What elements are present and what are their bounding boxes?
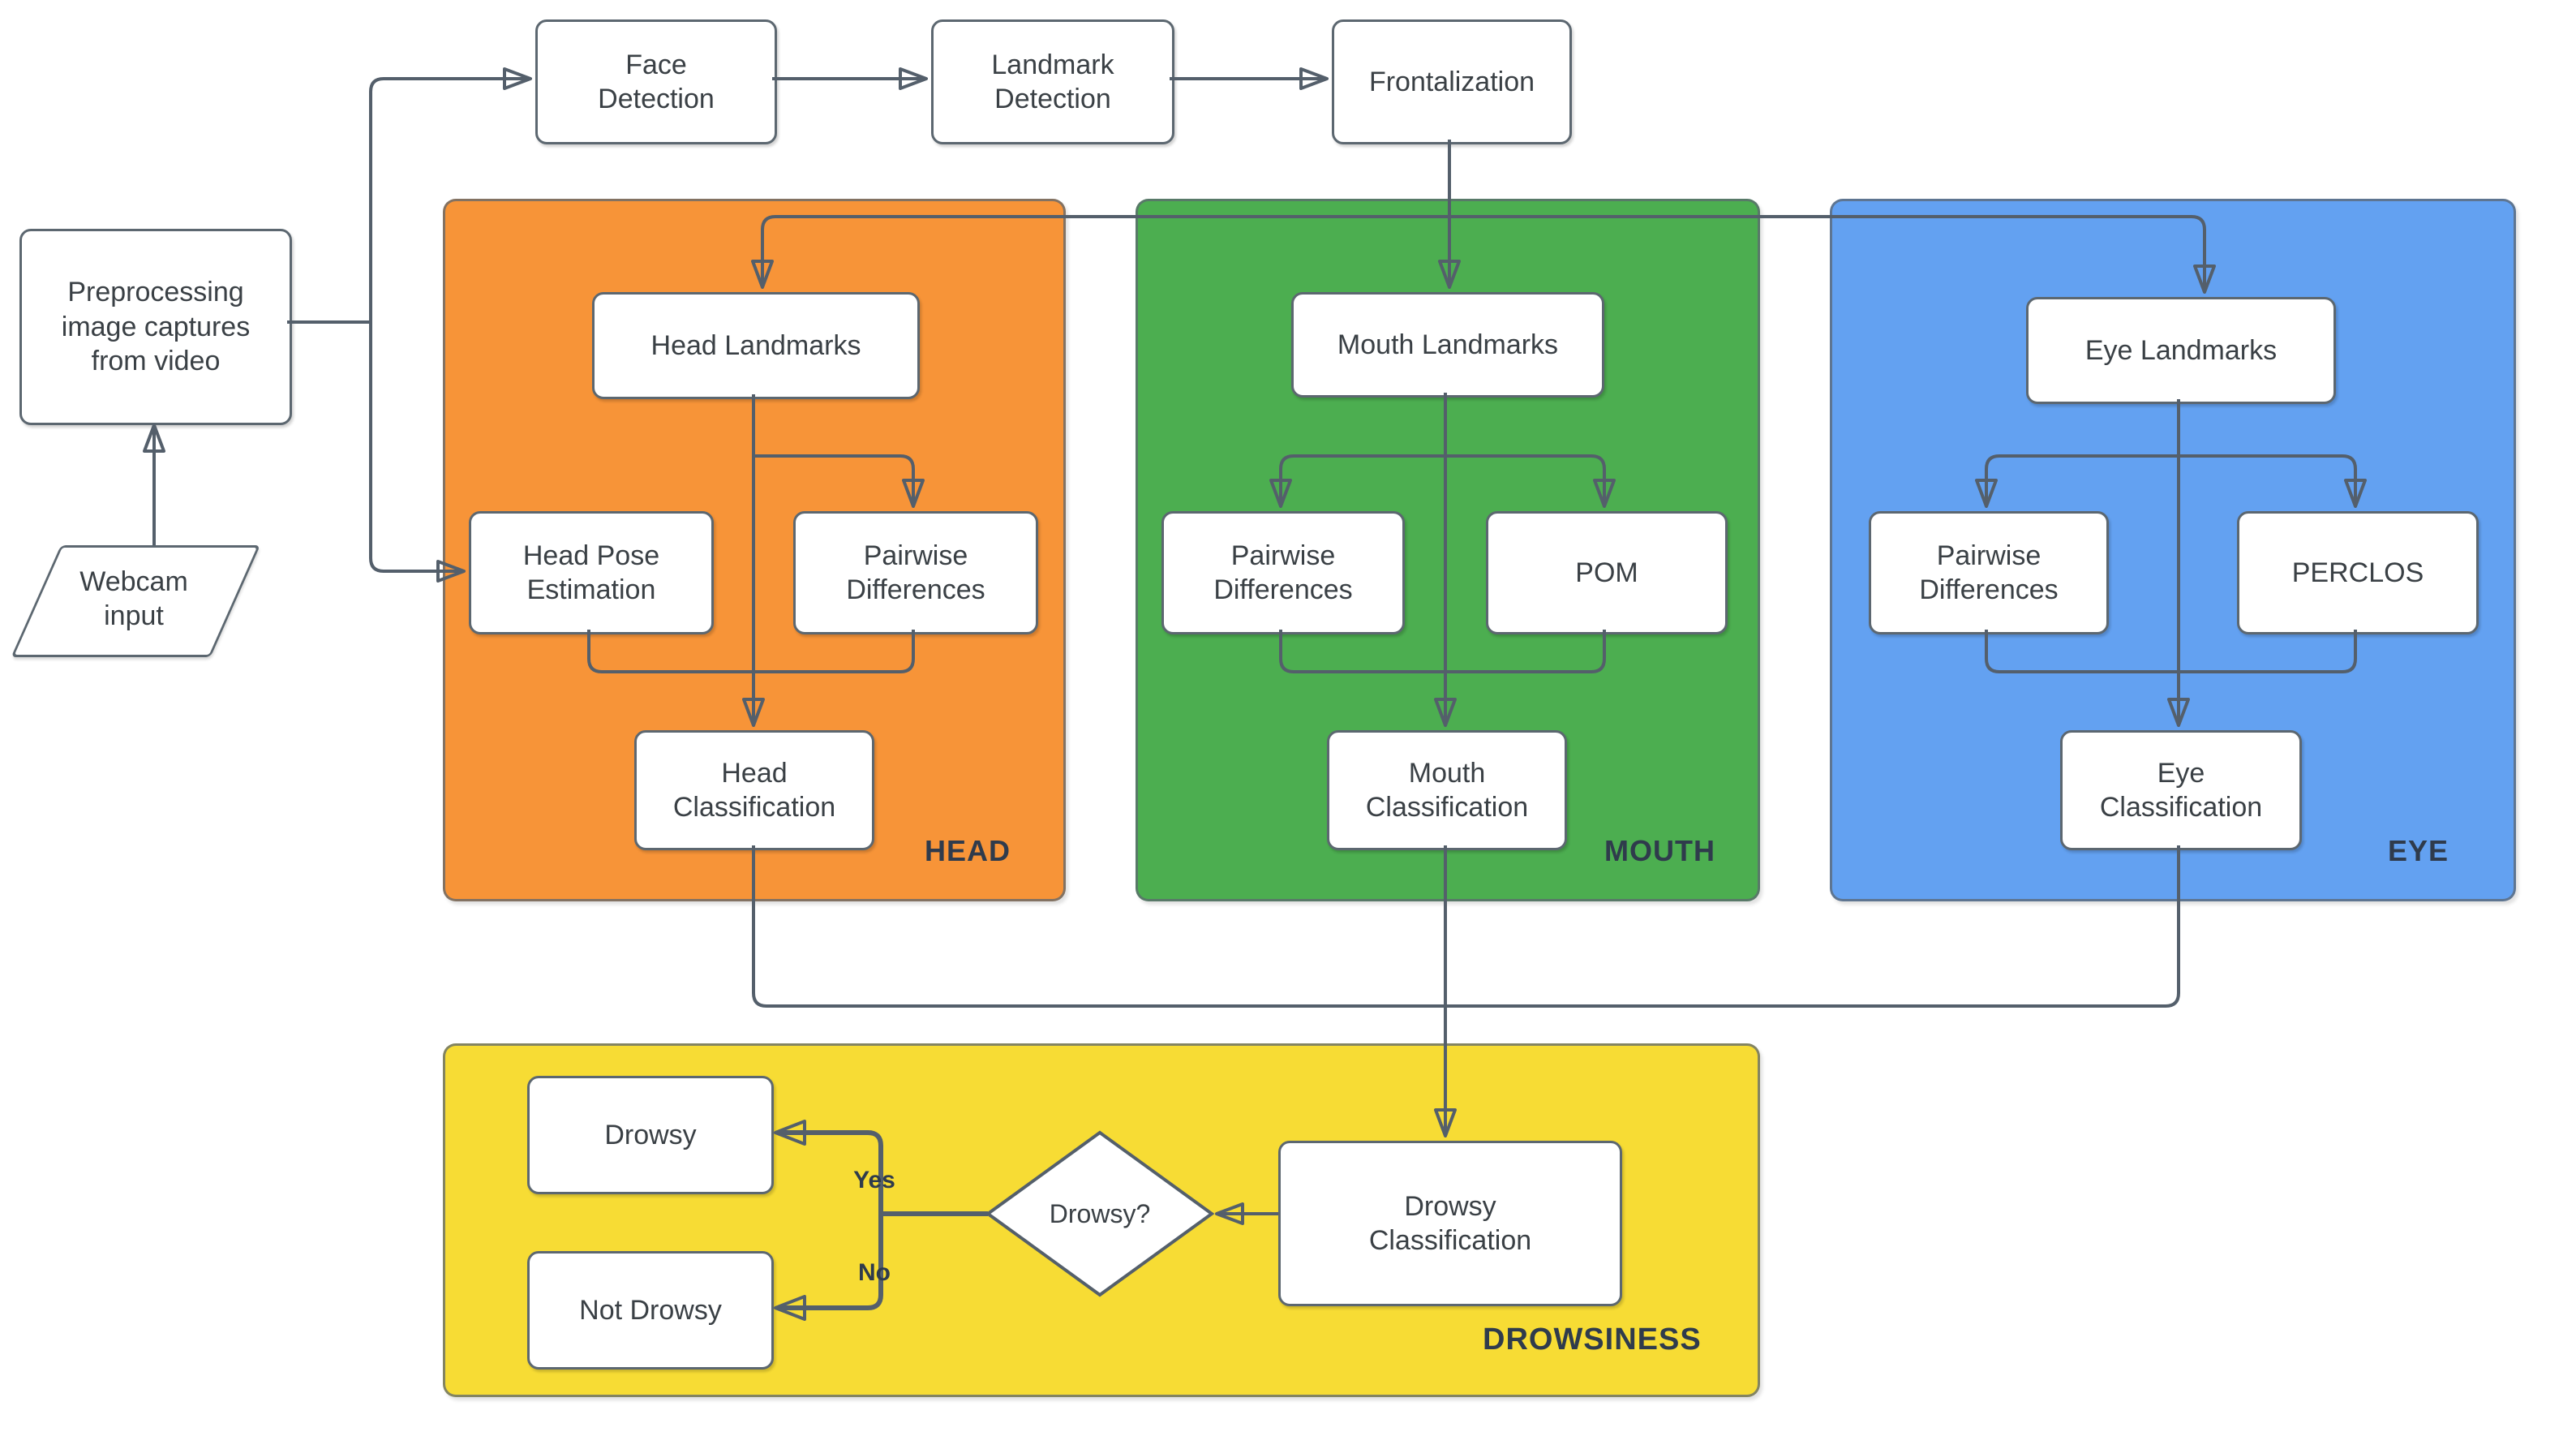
mouth-pairwise-differences-node: Pairwise Differences [1161, 511, 1405, 634]
mouth-classification-node: Mouth Classification [1327, 730, 1567, 850]
mouth-landmarks-node: Mouth Landmarks [1291, 292, 1604, 398]
drowsiness-panel-label: DROWSINESS [1483, 1322, 1702, 1357]
head-landmarks-node: Head Landmarks [592, 292, 920, 399]
perclos-node: PERCLOS [2237, 511, 2479, 634]
eye-classification-node: Eye Classification [2060, 730, 2302, 850]
eye-panel-label: EYE [2388, 834, 2449, 867]
eye-landmarks-node: Eye Landmarks [2026, 297, 2336, 404]
head-panel-label: HEAD [925, 834, 1011, 867]
landmark-detection-node: Landmark Detection [931, 19, 1174, 144]
mouth-panel-label: MOUTH [1604, 834, 1715, 867]
pom-node: POM [1486, 511, 1728, 634]
eye-pairwise-differences-node: Pairwise Differences [1869, 511, 2109, 634]
no-branch-label: No [858, 1259, 891, 1286]
face-detection-node: Face Detection [535, 19, 777, 144]
drowsy-decision-label: Drowsy? [1049, 1199, 1151, 1228]
not-drowsy-node: Not Drowsy [527, 1251, 774, 1370]
frontalization-node: Frontalization [1332, 19, 1572, 144]
preprocessing-node: Preprocessing image captures from video [19, 229, 292, 425]
head-pose-estimation-node: Head Pose Estimation [469, 511, 714, 634]
webcam-input-label: Webcam input [79, 565, 188, 632]
drowsy-classification-node: Drowsy Classification [1278, 1141, 1622, 1306]
yes-branch-label: Yes [853, 1167, 895, 1193]
head-classification-node: Head Classification [634, 730, 874, 850]
drowsy-node: Drowsy [527, 1076, 774, 1194]
head-pairwise-differences-node: Pairwise Differences [793, 511, 1038, 634]
